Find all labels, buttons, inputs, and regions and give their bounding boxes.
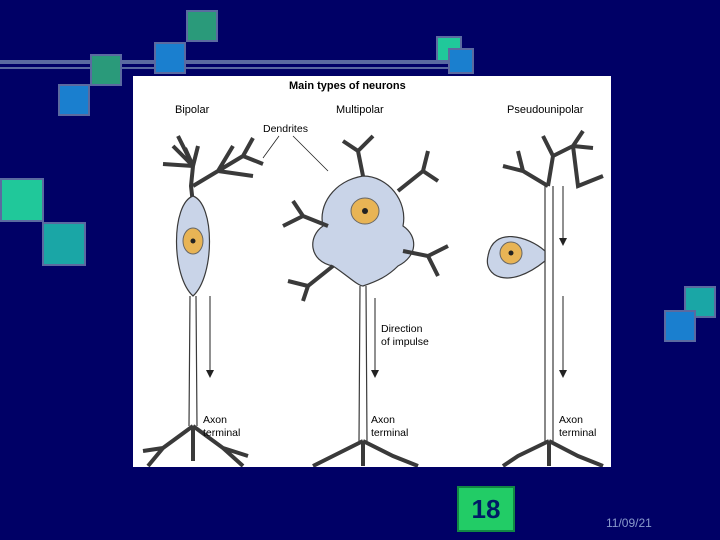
label-bipolar: Bipolar bbox=[175, 104, 210, 116]
axon-label-bipolar-2: terminal bbox=[203, 427, 240, 439]
label-multipolar: Multipolar bbox=[336, 104, 384, 116]
teal-square-icon bbox=[42, 222, 86, 266]
label-pseudounipolar: Pseudounipolar bbox=[507, 104, 584, 116]
slide-date: 11/09/21 bbox=[606, 516, 652, 530]
neuron-diagram: Main types of neurons Bipolar Multipolar… bbox=[133, 76, 611, 467]
axon-label-multipolar-2: terminal bbox=[371, 427, 408, 439]
teal-square-icon bbox=[0, 178, 44, 222]
decor-line-top bbox=[0, 60, 470, 64]
multipolar-neuron bbox=[282, 134, 449, 467]
axon-label-pseudounipolar-1: Axon bbox=[559, 414, 583, 426]
axon-label-multipolar-1: Axon bbox=[371, 414, 395, 426]
bipolar-nucleolus bbox=[190, 238, 196, 244]
axon-label-pseudounipolar-2: terminal bbox=[559, 427, 596, 439]
blue-square-icon bbox=[448, 48, 474, 74]
figure-title: Main types of neurons bbox=[289, 80, 406, 92]
blue-square-icon bbox=[154, 42, 186, 74]
decor-line-top-thin bbox=[0, 67, 470, 69]
page-number-badge: 18 bbox=[457, 486, 515, 532]
green-square-icon bbox=[90, 54, 122, 86]
blue-square-icon bbox=[58, 84, 90, 116]
teal-square-icon bbox=[684, 286, 716, 318]
multipolar-nucleolus bbox=[362, 208, 368, 214]
neuron-illustration: Main types of neurons Bipolar Multipolar… bbox=[142, 80, 604, 467]
pseudounipolar-neuron bbox=[486, 129, 604, 467]
label-dendrites: Dendrites bbox=[263, 123, 308, 135]
label-direction-1: Direction bbox=[381, 323, 423, 335]
pseudounipolar-nucleolus bbox=[508, 250, 514, 256]
label-direction-2: of impulse bbox=[381, 336, 429, 348]
axon-label-bipolar-1: Axon bbox=[203, 414, 227, 426]
blue-square-icon bbox=[664, 310, 696, 342]
green-square-icon bbox=[186, 10, 218, 42]
